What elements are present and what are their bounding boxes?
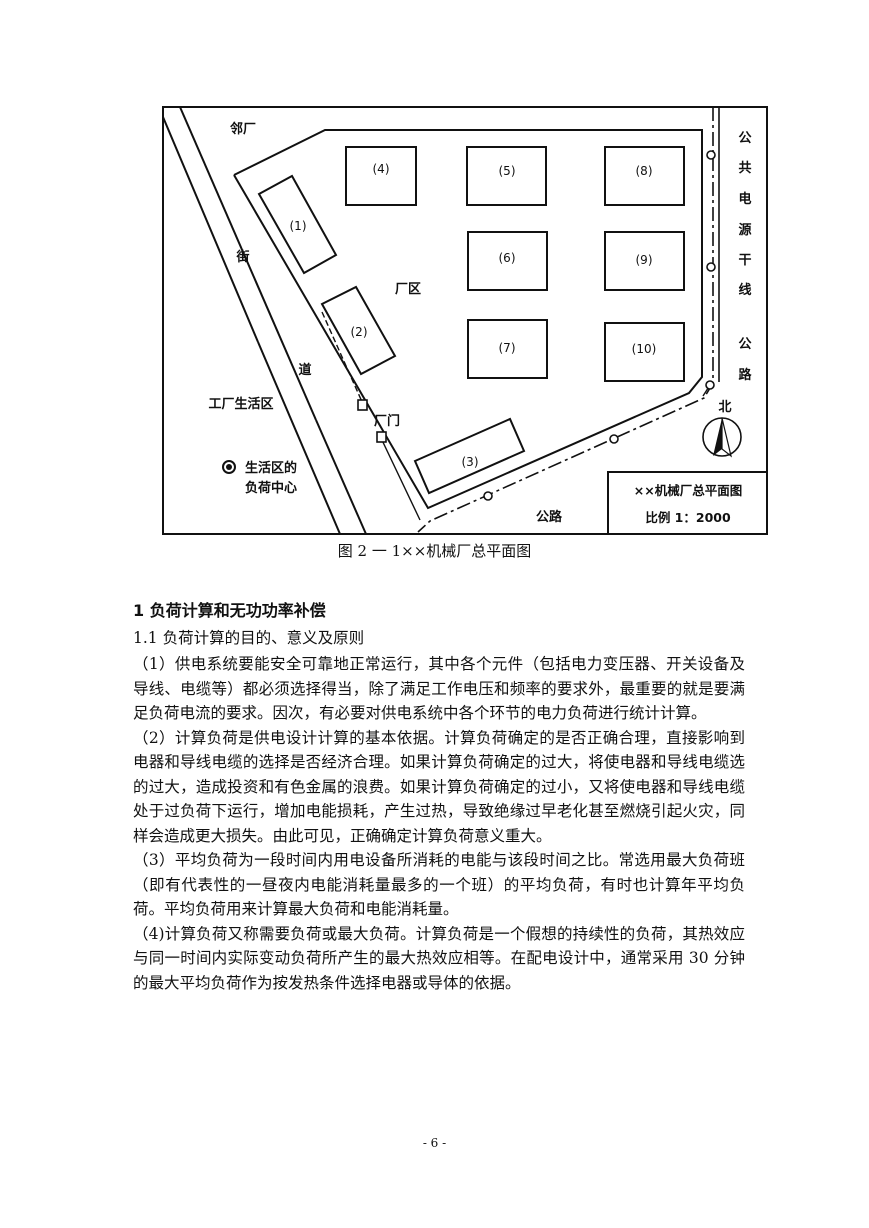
power-line-label: 源 <box>738 222 751 238</box>
highway-right-label: 公 <box>738 337 751 352</box>
building-2 <box>320 285 397 376</box>
pole-marker <box>705 380 715 390</box>
power-line <box>417 107 714 533</box>
paragraph: （3）平均负荷为一段时间内用电设备所消耗的电能与该段时间之比。常选用最大负荷班（… <box>133 851 745 918</box>
section-subheading: 1.1 负荷计算的目的、意义及原则 <box>133 629 365 647</box>
body-text: （1）供电系统要能安全可靠地正常运行，其中各个元件（包括电力变压器、开关设备及导… <box>133 652 745 995</box>
gate-post <box>357 399 368 411</box>
building-label: (10) <box>632 342 657 356</box>
street-edge-left <box>162 116 259 343</box>
paragraph: （1）供电系统要能安全可靠地正常运行，其中各个元件（包括电力变压器、开关设备及导… <box>133 655 745 722</box>
building-1 <box>257 174 338 275</box>
gate-post <box>376 431 387 443</box>
power-line-label: 电 <box>738 191 751 207</box>
street-edge-right <box>179 106 317 421</box>
building-label: (5) <box>499 164 516 178</box>
factory-site-plan: (1) (2) (3) (4) (5) (6) (7) (8) (9) (10)… <box>162 106 768 535</box>
living-area-label: 工厂生活区 <box>208 396 273 412</box>
pole-marker <box>609 434 619 444</box>
title-block-scale: 比例 1：2000 <box>645 510 731 525</box>
gate-path <box>321 311 364 405</box>
plan-frame <box>162 106 768 535</box>
gate-label: 厂门 <box>374 413 400 429</box>
street-label: 街 <box>235 249 249 265</box>
figure-caption: 图 2 一 1××机械厂总平面图 <box>337 542 532 560</box>
power-line-label: 干 <box>738 253 751 268</box>
page-number: - 6 - <box>422 1136 447 1150</box>
section-heading: 1 负荷计算和无功功率补偿 <box>133 601 326 620</box>
highway-bottom-label: 公路 <box>536 509 563 525</box>
north-label: 北 <box>718 400 731 415</box>
power-line-label: 线 <box>738 282 751 298</box>
factory-area-label: 厂区 <box>395 282 421 297</box>
building-4 <box>345 146 417 206</box>
building-9 <box>604 231 685 291</box>
factory-boundary <box>233 129 703 510</box>
pole-marker <box>706 150 716 160</box>
building-10 <box>604 322 685 382</box>
building-3 <box>413 417 526 495</box>
title-block-title: ××机械厂总平面图 <box>634 483 742 498</box>
neighbor-factory-label: 邻厂 <box>229 121 256 137</box>
building-label: (7) <box>499 341 516 355</box>
building-8 <box>604 146 685 206</box>
building-6 <box>467 231 548 291</box>
road-label: 道 <box>298 362 311 378</box>
building-label: (6) <box>499 251 516 265</box>
building-label: (3) <box>462 455 479 469</box>
title-block <box>607 471 768 535</box>
building-7 <box>467 319 548 379</box>
paragraph: （2）计算负荷是供电设计计算的基本依据。计算负荷确定的是否正确合理，直接影响到电… <box>133 728 745 845</box>
building-label: (8) <box>636 164 653 178</box>
building-label: (1) <box>290 219 307 233</box>
building-label: (4) <box>373 162 390 176</box>
building-label: (9) <box>636 253 653 267</box>
load-center-label: 生活区的 <box>245 460 297 476</box>
power-line-label: 共 <box>738 160 751 176</box>
pole-marker <box>483 491 493 501</box>
highway-right-label: 路 <box>738 367 752 383</box>
power-line-label: 公 <box>738 131 751 146</box>
building-5 <box>466 146 547 206</box>
pole-marker <box>706 262 716 272</box>
load-center-label: 负荷中心 <box>245 480 297 496</box>
paragraph: （4)计算负荷又称需要负荷或最大负荷。计算负荷是一个假想的持续性的负荷，其热效应… <box>133 924 745 992</box>
building-label: (2) <box>351 325 368 339</box>
